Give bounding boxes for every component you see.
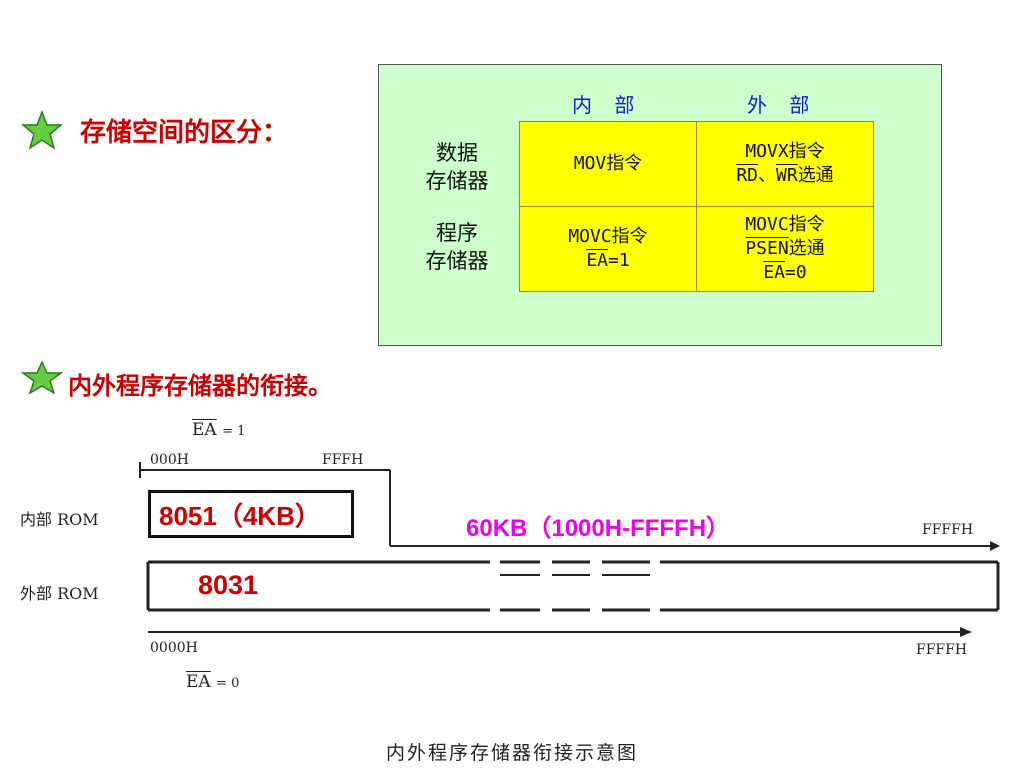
arrow-head-upper (990, 541, 1000, 551)
ea1-value: = 1 (222, 424, 246, 439)
star-icon (20, 360, 64, 394)
addr-0000h: 0000H (150, 640, 198, 656)
psen-strobe-label: 选通 (788, 238, 825, 259)
addr-000h: 000H (150, 452, 189, 468)
row-header-program-memory: 程序 存储器 (397, 219, 517, 275)
storage-comparison-panel: 内 部 外 部 数据 存储器 程序 存储器 MOV指令 MOVX指令 RD、WR… (378, 64, 942, 346)
ea0-label: EA = 0 (186, 672, 239, 692)
rd-signal: RD (736, 165, 758, 186)
psen-signal: PSEN (745, 238, 789, 259)
addr-ffffh-top: FFFFH (922, 522, 974, 538)
cell-data-internal: MOV指令 (519, 121, 697, 207)
wr-signal: WR (776, 165, 798, 186)
cell-program-internal: MOVC指令 EA=1 (519, 206, 697, 292)
addr-fffh: FFFH (322, 452, 364, 468)
column-header-internal: 内 部 (572, 93, 643, 117)
external-rom-label: 外部 ROM (20, 584, 99, 603)
ea1-label: EA = 1 (192, 420, 245, 440)
section-title-memory-connection: 内外程序存储器的衔接。 (68, 372, 332, 400)
cell-data-external-line2: RD、WR选通 (736, 164, 833, 188)
diagram-caption: 内外程序存储器衔接示意图 (385, 742, 638, 764)
cell-data-external-line1: MOVX指令 (745, 141, 825, 162)
range-60kb-label: 60KB（1000H-FFFFH） (466, 515, 731, 542)
ea-value: =1 (608, 250, 630, 271)
row-header-prog-line1: 程序 (436, 221, 478, 245)
cell-prog-internal-line2: EA=1 (586, 249, 629, 273)
ea1-signal: EA (192, 420, 217, 440)
chip-8031-label: 8031 (198, 570, 259, 600)
ea-signal: EA (586, 250, 608, 271)
ea0-value: = 0 (216, 676, 240, 691)
star-icon (20, 110, 64, 150)
addr-ffffh-bottom: FFFFH (916, 642, 968, 658)
ea-value-ext: =0 (785, 262, 807, 283)
internal-rom-label: 内部 ROM (20, 510, 99, 529)
cell-prog-internal-line1: MOVC指令 (568, 226, 648, 247)
row-header-data-line1: 数据 (436, 141, 478, 165)
strobe-label: 选通 (797, 165, 834, 186)
row-header-prog-line2: 存储器 (425, 249, 489, 273)
ea0-signal: EA (186, 672, 211, 692)
cell-program-external: MOVC指令 PSEN选通 EA=0 (696, 206, 874, 292)
cell-prog-external-line1: MOVC指令 (745, 214, 825, 235)
cell-prog-external-line3: EA=0 (763, 261, 806, 285)
row-header-data-line2: 存储器 (425, 169, 489, 193)
cell-data-external: MOVX指令 RD、WR选通 (696, 121, 874, 207)
chip-8051-box: 8051（4KB） (148, 490, 354, 538)
column-header-external: 外 部 (747, 93, 818, 117)
section-title-storage-distinction: 存储空间的区分： (80, 118, 289, 148)
cell-data-internal-text: MOV指令 (573, 153, 643, 174)
row-header-data-memory: 数据 存储器 (397, 139, 517, 195)
arrow-head-lower (960, 627, 972, 637)
separator: 、 (758, 165, 776, 186)
cell-prog-external-line2: PSEN选通 (745, 237, 824, 261)
ea-signal-ext: EA (763, 262, 785, 283)
memory-map-diagram (139, 462, 1000, 637)
